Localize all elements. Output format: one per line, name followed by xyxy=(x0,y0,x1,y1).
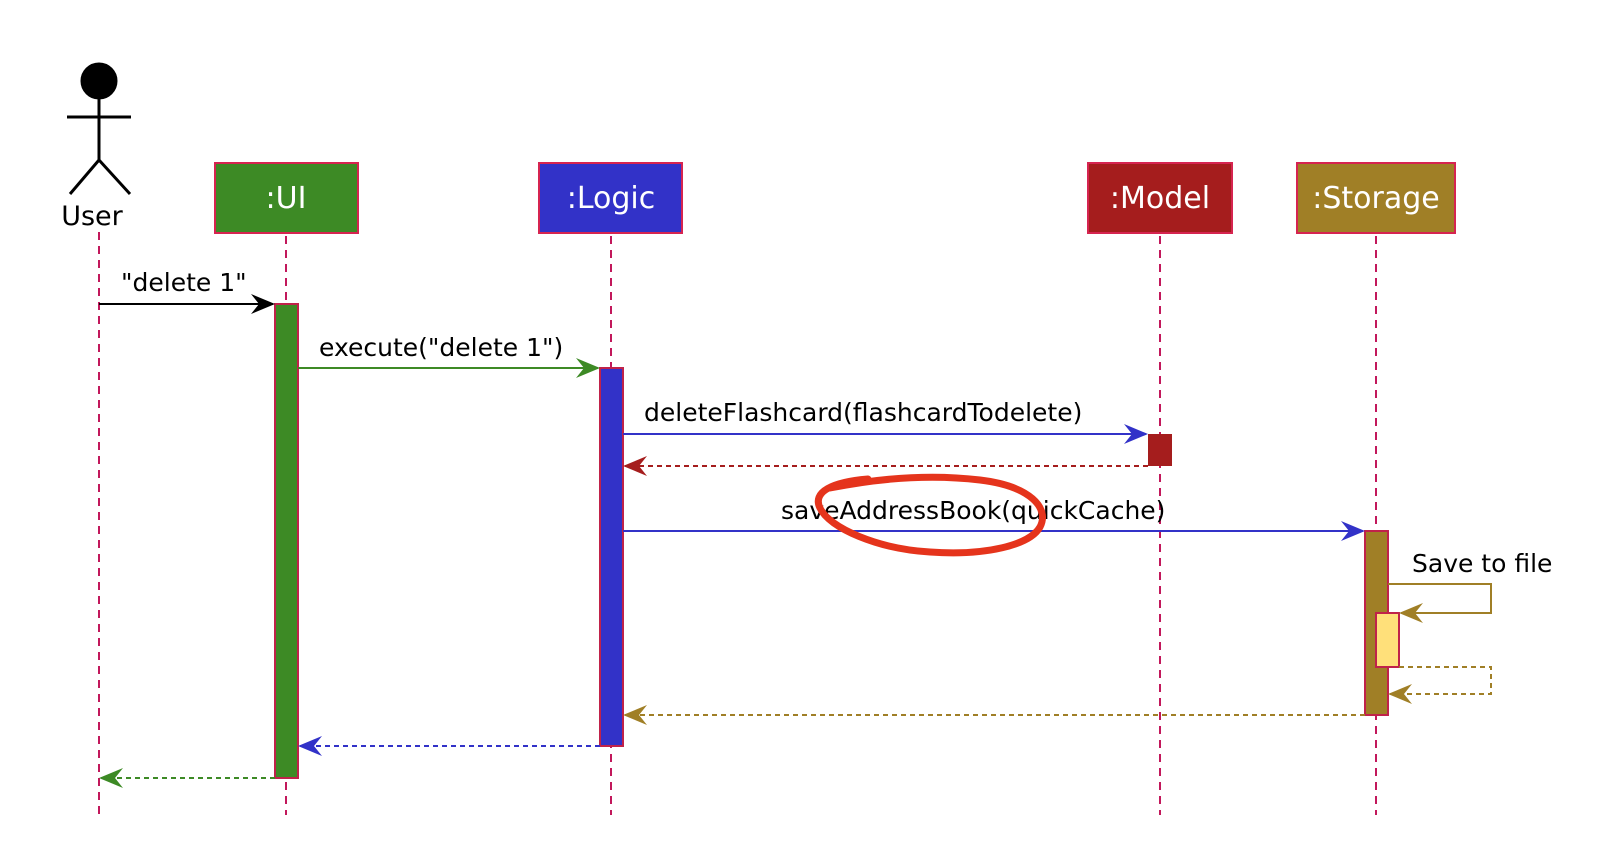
participant-label: :Logic xyxy=(567,181,656,216)
actor-label: User xyxy=(61,201,123,232)
participant-box xyxy=(1296,162,1456,234)
messages: "delete 1" execute("delete 1") deleteFla… xyxy=(99,268,1552,788)
participant-label: :Model xyxy=(1110,181,1210,216)
participant-box xyxy=(214,162,359,234)
message-save-address-book: saveAddressBook(quickCache) xyxy=(623,496,1365,541)
activations xyxy=(274,303,1400,779)
message-return-save xyxy=(1388,666,1492,704)
participant-box xyxy=(1087,162,1233,234)
participant-model: :Model xyxy=(1087,162,1233,234)
activation-model xyxy=(1148,434,1172,466)
activation-ui xyxy=(274,303,299,779)
message-label: saveAddressBook(quickCache) xyxy=(781,496,1165,525)
annotation-circle xyxy=(814,473,1046,557)
activation-logic xyxy=(599,367,624,747)
activation-storage-self xyxy=(1375,612,1400,668)
stick-figure-icon xyxy=(67,62,132,196)
message-label: "delete 1" xyxy=(121,268,247,297)
participant-logic: :Logic xyxy=(538,162,683,234)
participant-label: :UI xyxy=(266,181,307,216)
message-label: Save to file xyxy=(1412,549,1552,578)
message-label: deleteFlashcard(flashcardTodelete) xyxy=(644,398,1082,427)
participant-storage: :Storage xyxy=(1296,162,1456,234)
actor-user: User xyxy=(61,62,132,232)
message-label: execute("delete 1") xyxy=(319,333,563,362)
participant-label: :Storage xyxy=(1312,181,1440,216)
participant-box xyxy=(538,162,683,234)
message-execute: execute("delete 1") xyxy=(298,333,600,378)
message-save-to-file: Save to file xyxy=(1388,549,1552,623)
message-delete-1: "delete 1" xyxy=(99,268,275,314)
message-delete-flashcard: deleteFlashcard(flashcardTodelete) xyxy=(623,398,1148,444)
participant-ui: :UI xyxy=(214,162,359,234)
